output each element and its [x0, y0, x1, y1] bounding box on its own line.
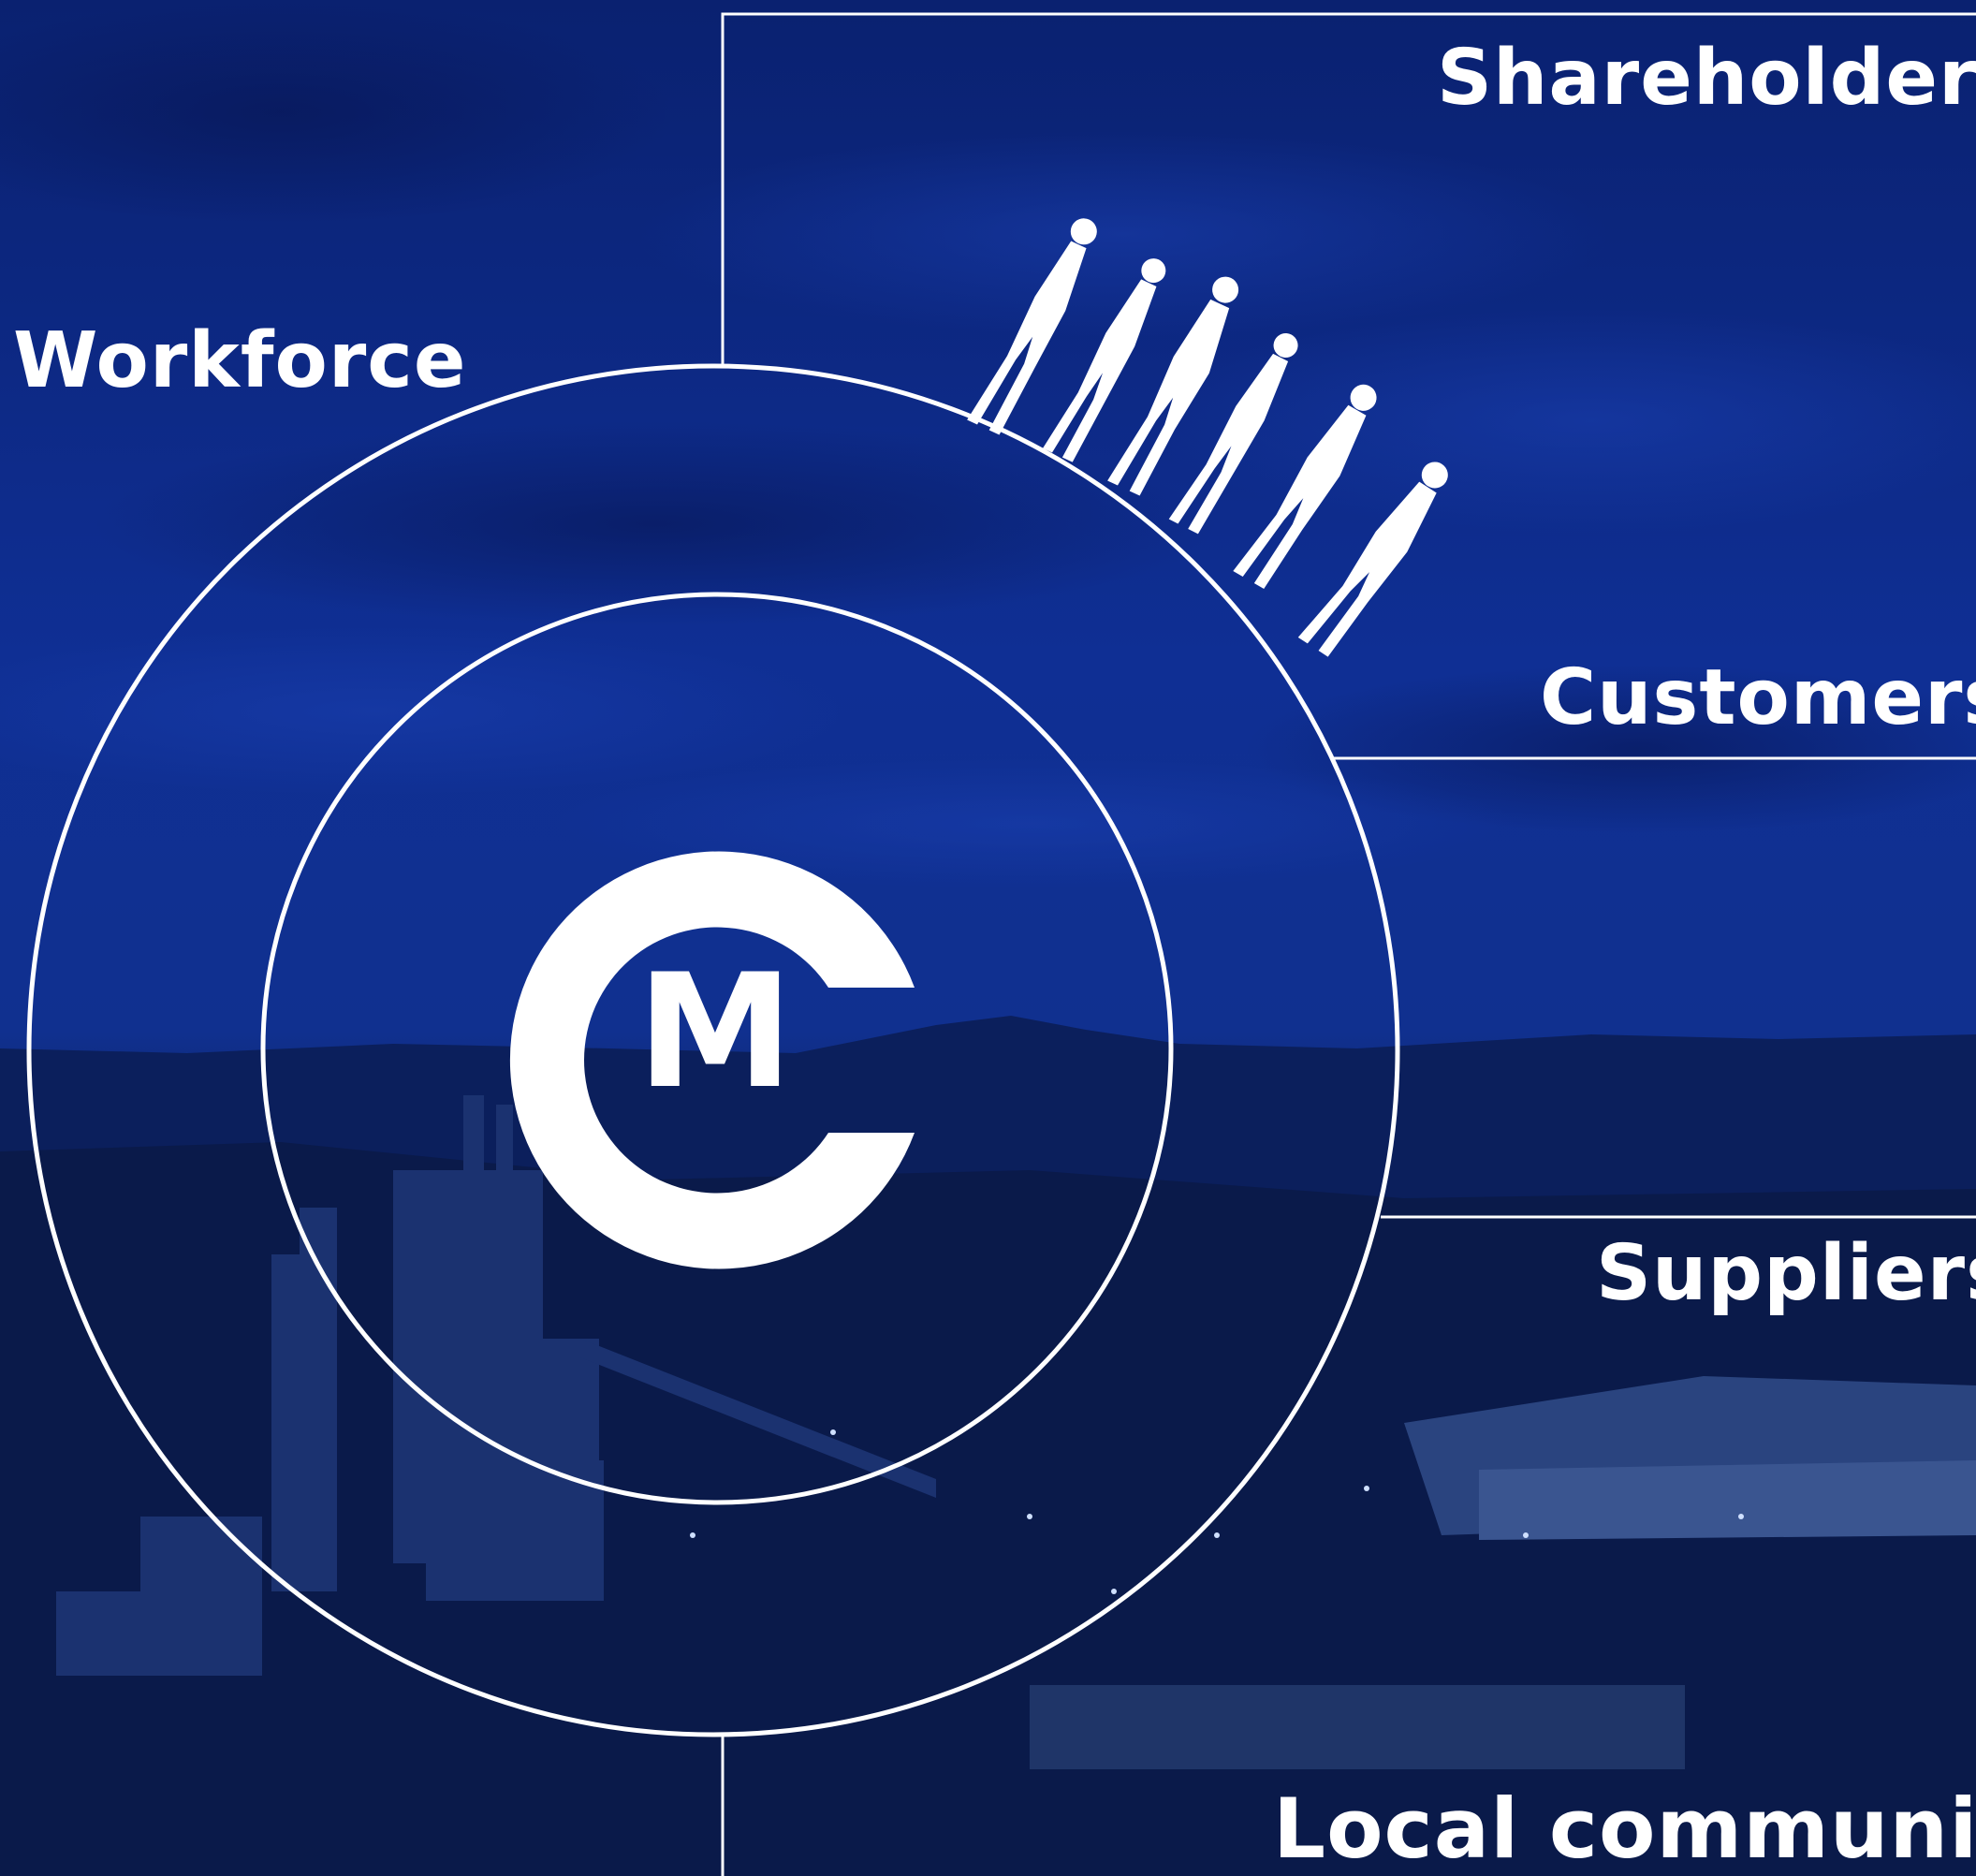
workforce-label: Workforce	[13, 316, 467, 405]
suppliers-label: Suppliers	[1596, 1229, 1976, 1318]
cloud-layer	[0, 0, 1976, 889]
local-community-label: Local community	[1273, 1781, 1976, 1876]
customers-label: Customers	[1540, 653, 1976, 742]
inner-circle	[260, 592, 1174, 1505]
plant-lights	[690, 1429, 1744, 1594]
people-silhouettes-icon	[967, 218, 1448, 657]
outer-circle	[26, 363, 1400, 1737]
connector-lines	[721, 12, 1976, 1876]
cm-logo-icon: M	[509, 851, 915, 1269]
cement-plant	[56, 1095, 936, 1676]
shareholders-label: Shareholders	[1437, 34, 1976, 123]
shareholders-connector	[721, 12, 1976, 365]
warehouses	[1030, 1376, 1976, 1769]
logo-letter: M	[637, 940, 793, 1123]
